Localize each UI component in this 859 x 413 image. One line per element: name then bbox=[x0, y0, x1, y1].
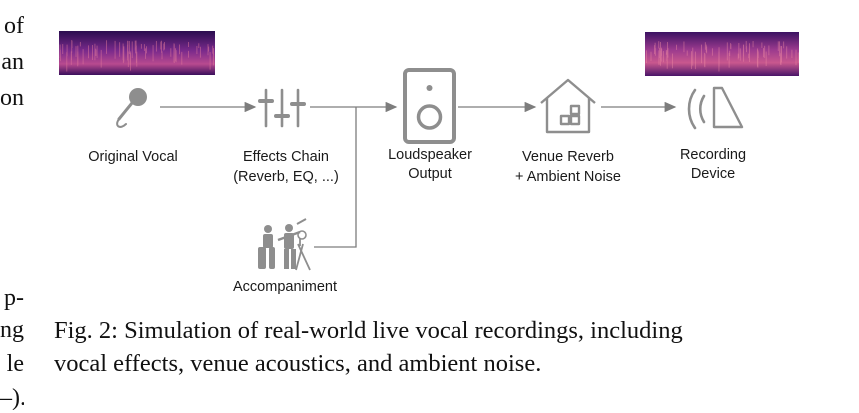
band-icon bbox=[258, 218, 311, 271]
label-effects-chain: Effects Chain (Reverb, EQ, ...) bbox=[233, 149, 339, 185]
sliders-icon bbox=[258, 88, 306, 128]
label-original-vocal: Original Vocal bbox=[88, 149, 177, 165]
label-recording-device-line1: Recording bbox=[680, 147, 746, 163]
output-spectrogram bbox=[645, 32, 799, 76]
label-original-vocal-line1: Original Vocal bbox=[88, 149, 177, 165]
sound-wave-icon bbox=[687, 86, 744, 130]
label-venue-reverb-line1: Venue Reverb bbox=[522, 149, 614, 165]
figure-caption: Fig. 2: Simulation of real-world live vo… bbox=[54, 314, 854, 380]
margin-text-7: –). bbox=[0, 386, 24, 410]
label-loudspeaker-line1: Loudspeaker bbox=[388, 147, 472, 163]
caption-line-2: vocal effects, venue acoustics, and ambi… bbox=[54, 350, 542, 377]
margin-text-2: an bbox=[1, 50, 24, 74]
label-venue-reverb: Venue Reverb + Ambient Noise bbox=[515, 149, 621, 185]
margin-text-5: ng bbox=[0, 318, 24, 342]
margin-text-6: le bbox=[6, 352, 24, 376]
label-accompaniment-line1: Accompaniment bbox=[233, 279, 337, 295]
input-spectrogram bbox=[59, 31, 215, 75]
label-loudspeaker-line2: Output bbox=[408, 166, 452, 182]
margin-text-1: of bbox=[4, 14, 24, 38]
house-icon bbox=[540, 78, 596, 134]
pipeline-diagram: Original Vocal Effects Chain (Reverb, EQ… bbox=[59, 31, 799, 295]
label-recording-device-line2: Device bbox=[691, 166, 735, 182]
label-accompaniment: Accompaniment bbox=[233, 279, 337, 295]
margin-text-4: p- bbox=[4, 286, 24, 310]
caption-line-1: Fig. 2: Simulation of real-world live vo… bbox=[54, 317, 683, 344]
speaker-icon bbox=[403, 68, 456, 144]
label-recording-device: Recording Device bbox=[680, 147, 746, 182]
label-effects-chain-line1: Effects Chain bbox=[243, 149, 329, 165]
label-effects-chain-line2: (Reverb, EQ, ...) bbox=[233, 169, 339, 185]
microphone-icon bbox=[116, 88, 147, 128]
label-loudspeaker: Loudspeaker Output bbox=[388, 147, 472, 182]
line-accompaniment-join bbox=[314, 107, 357, 248]
margin-text-3: on bbox=[0, 86, 24, 110]
label-venue-reverb-line2: + Ambient Noise bbox=[515, 169, 621, 185]
